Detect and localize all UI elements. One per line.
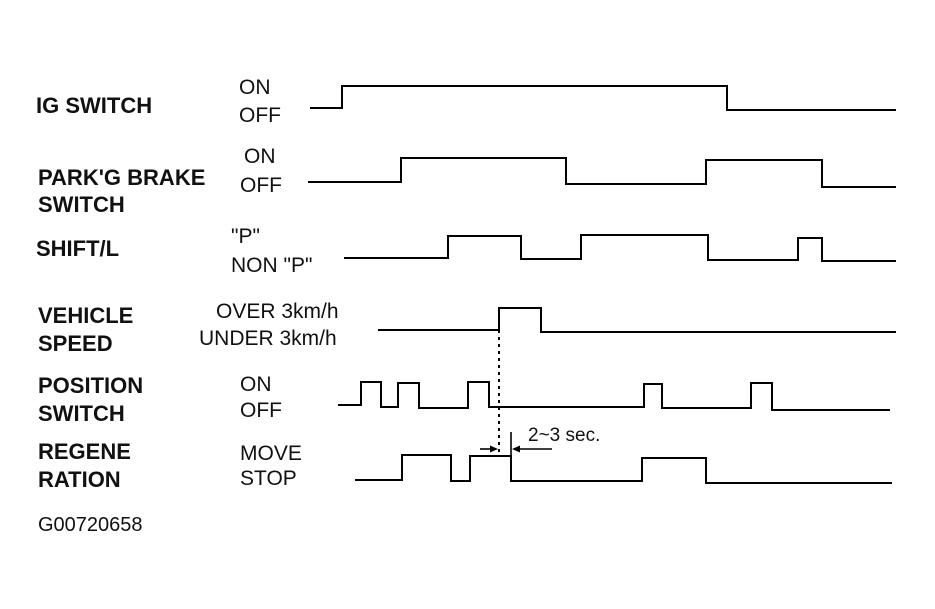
waveform-vehicle-speed: [378, 307, 896, 333]
signal-name-ig-switch: IG SWITCH: [36, 93, 152, 118]
waveform-ig-switch: [310, 85, 896, 111]
state-high-position-switch: ON: [240, 373, 272, 396]
signal-name-parking-brake-line1: PARK'G BRAKE: [38, 165, 205, 190]
state-high-parking-brake: ON: [244, 145, 276, 168]
signal-name-position-switch-line2: SWITCH: [38, 401, 125, 426]
signal-name-shift-lever: SHIFT/L: [36, 236, 119, 261]
waveform-regeneration: [355, 454, 892, 484]
signal-name-vehicle-speed-line2: SPEED: [38, 331, 113, 356]
state-low-vehicle-speed: UNDER 3km/h: [199, 327, 337, 350]
waveform-position-switch: [338, 381, 890, 411]
figure-code: G00720658: [38, 514, 143, 536]
signal-name-position-switch-line1: POSITION: [38, 373, 143, 398]
signal-vehicle-speed: VEHICLE SPEED OVER 3km/h UNDER 3km/h: [38, 300, 896, 356]
signal-name-regeneration-line1: REGENE: [38, 439, 131, 464]
signal-name-vehicle-speed-line1: VEHICLE: [38, 303, 133, 328]
state-low-shift-lever: NON "P": [231, 254, 312, 277]
waveform-parking-brake: [308, 157, 896, 188]
state-low-regeneration: STOP: [240, 467, 297, 490]
state-high-ig-switch: ON: [239, 76, 271, 99]
delay-dimension: 2~3 sec.: [480, 425, 600, 456]
state-high-regeneration: MOVE: [240, 442, 302, 465]
signal-ig-switch: IG SWITCH ON OFF: [36, 76, 896, 127]
signal-name-parking-brake-line2: SWITCH: [38, 192, 125, 217]
state-high-shift-lever: "P": [231, 225, 260, 248]
signal-name-regeneration-line2: RATION: [38, 467, 121, 492]
signal-position-switch: POSITION SWITCH ON OFF: [38, 373, 890, 426]
signal-parking-brake-switch: PARK'G BRAKE SWITCH ON OFF: [38, 145, 896, 217]
state-low-position-switch: OFF: [240, 399, 282, 422]
state-low-parking-brake: OFF: [240, 174, 282, 197]
delay-arrow-left-icon: [490, 445, 498, 453]
waveform-shift-lever: [344, 234, 896, 262]
signal-shift-lever: SHIFT/L "P" NON "P": [36, 225, 896, 277]
state-low-ig-switch: OFF: [239, 104, 281, 127]
signal-regeneration: REGENE RATION MOVE STOP: [38, 439, 892, 492]
state-high-vehicle-speed: OVER 3km/h: [216, 300, 339, 323]
delay-label: 2~3 sec.: [528, 425, 600, 446]
delay-arrow-right-icon: [512, 445, 520, 453]
